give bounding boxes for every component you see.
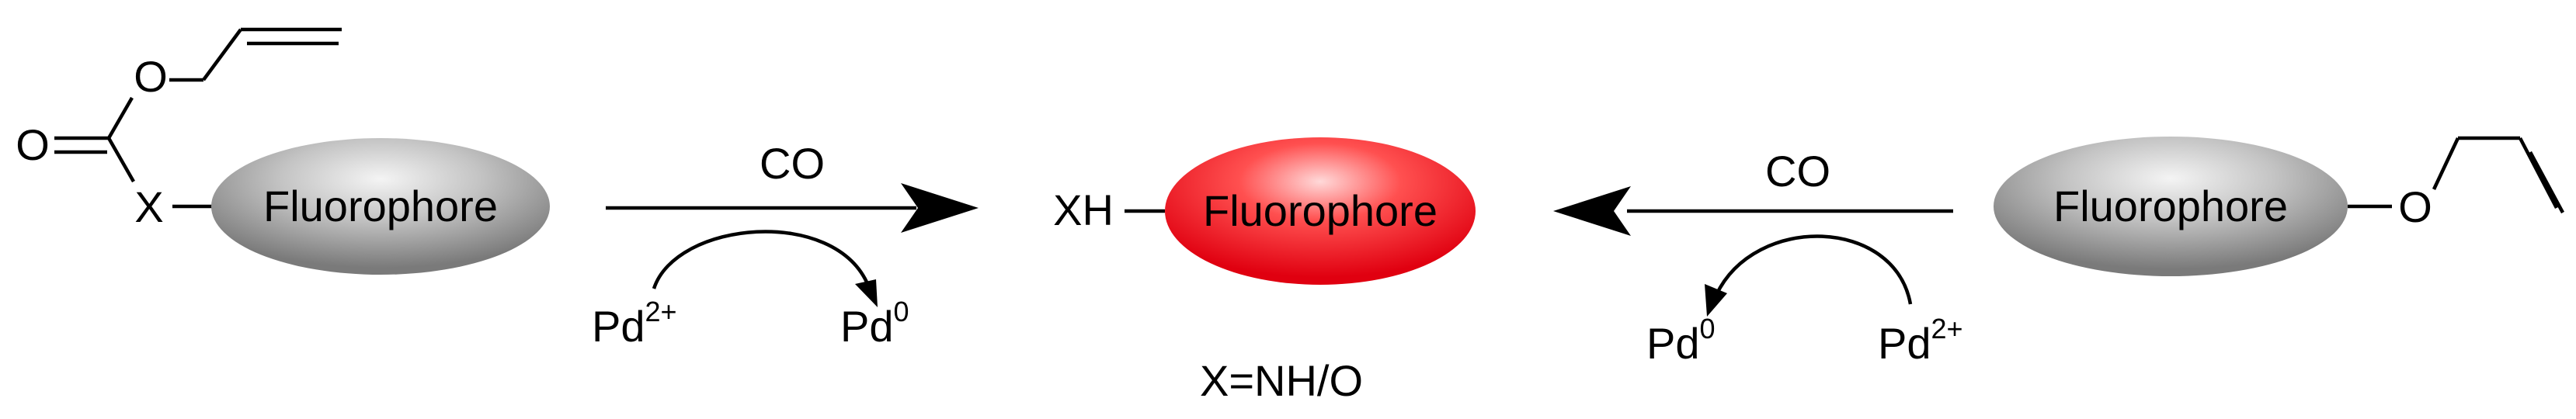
catalyst-curve	[1714, 234, 1913, 305]
catalyst-pd0-label: Pd0	[840, 296, 909, 351]
fluorophore-ellipse-gray	[211, 138, 550, 275]
catalyst-pd0-label: Pd0	[1646, 313, 1716, 368]
catalyst-pd2-label: Pd2+	[592, 296, 677, 351]
reagent-co-label: CO	[760, 139, 825, 188]
arrow-head	[1553, 186, 1631, 236]
fluorophore-ellipse-red	[1165, 137, 1476, 285]
right-reaction-arrow: CO Pd0 Pd2+	[1553, 147, 1963, 368]
right-substrate: Fluorophore O	[1994, 136, 2564, 276]
xh-group-label: XH	[1053, 185, 1114, 234]
catalyst-pd2-label: Pd2+	[1878, 313, 1963, 368]
bond-ch-ch2-a	[2519, 137, 2558, 210]
left-reaction-arrow: CO Pd2+ Pd0	[592, 139, 979, 351]
carbonyl-oxygen-label: O	[16, 120, 50, 169]
product-fluorophore-label: Fluorophore	[1203, 186, 1437, 235]
fluorophore-label: Fluorophore	[263, 182, 498, 230]
fluorophore-ellipse-gray	[1994, 137, 2348, 276]
bond-ch-ch2-b	[2529, 151, 2564, 214]
left-substrate: O O X Fluorophore	[16, 27, 550, 275]
catalyst-curve-head	[855, 279, 878, 307]
bond-o-c	[107, 96, 134, 140]
ester-oxygen-label: O	[134, 52, 168, 101]
bond-ch2-ch	[202, 28, 242, 81]
catalyst-curve-head	[1705, 284, 1727, 317]
arrow-head	[901, 183, 979, 233]
reagent-co-label: CO	[1765, 147, 1830, 196]
linker-x-label: X	[134, 182, 163, 231]
bond-o-ch2	[2432, 137, 2460, 190]
ether-oxygen-label: O	[2398, 182, 2432, 231]
catalyst-curve	[652, 230, 871, 289]
product: XH Fluorophore X=NH/O	[1053, 137, 1476, 405]
x-definition-note: X=NH/O	[1200, 356, 1363, 405]
fluorophore-label: Fluorophore	[2053, 182, 2288, 230]
bond-c-x	[107, 137, 135, 183]
